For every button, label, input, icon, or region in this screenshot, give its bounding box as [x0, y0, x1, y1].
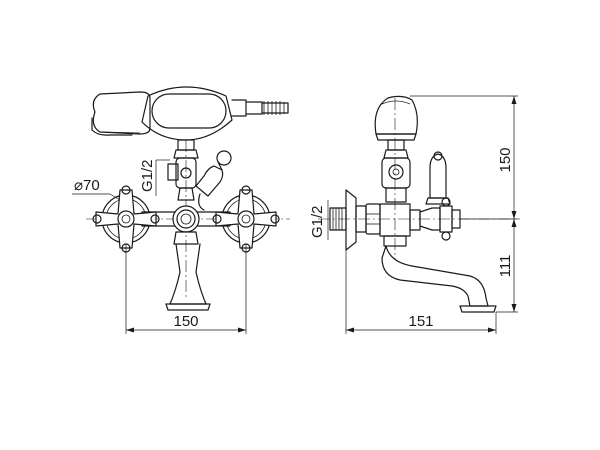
side-thread-callout: G1/2	[309, 200, 329, 240]
hand-shower	[91, 86, 289, 141]
right-cross-handle	[212, 185, 280, 253]
height-lower-label: 111	[497, 255, 514, 278]
diverter-lever	[195, 150, 232, 211]
side-body	[379, 203, 421, 247]
diameter-dimension: ⌀70	[72, 177, 121, 201]
height-upper-label: 150	[497, 147, 514, 172]
side-lever	[425, 151, 451, 205]
side-cross-handle	[419, 197, 461, 241]
side-hand-shower	[374, 95, 418, 151]
left-cross-handle	[92, 185, 160, 253]
central-hub	[172, 205, 200, 233]
hose-coil	[261, 101, 289, 115]
side-view: 150 111 151 G1/2	[309, 95, 520, 334]
depth-dimension-label: 151	[408, 313, 433, 330]
diameter-dimension-label: ⌀70	[74, 177, 100, 194]
front-spout	[165, 231, 211, 311]
diverter-column	[167, 139, 199, 201]
width-dimension-label: 150	[173, 313, 198, 330]
front-thread-callout: G1/2	[139, 159, 170, 196]
front-view: 150 ⌀70 G1/2	[72, 86, 290, 334]
side-thread-label: G1/2	[309, 205, 326, 238]
depth-dimension: 151	[346, 313, 496, 333]
wall-flange	[329, 189, 357, 251]
side-spout	[381, 245, 497, 313]
height-upper-dimension: 150	[497, 96, 517, 219]
side-diverter	[381, 149, 411, 203]
width-dimension: 150	[126, 313, 246, 333]
front-thread-label: G1/2	[139, 159, 156, 192]
hand-shower-body	[151, 93, 227, 129]
height-lower-dimension: 111	[497, 219, 517, 312]
